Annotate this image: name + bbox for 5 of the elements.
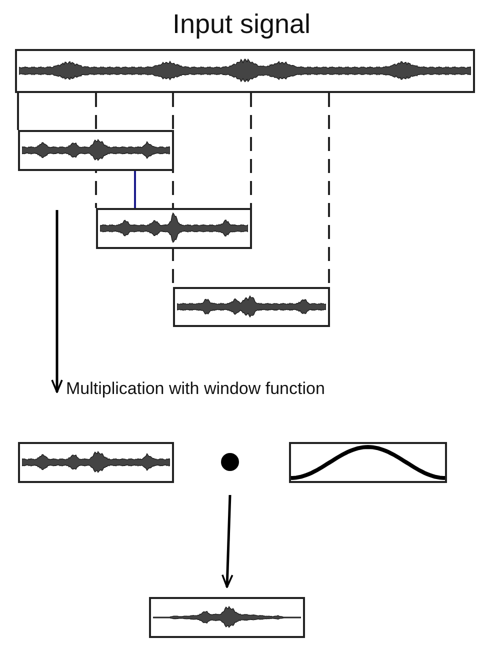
- diagram-title: Input signal: [171, 8, 312, 40]
- arrow: [222, 494, 234, 588]
- caption-text: Multiplication with window function: [66, 379, 325, 398]
- arrow: [51, 210, 63, 393]
- multiplication-dot: [221, 453, 239, 471]
